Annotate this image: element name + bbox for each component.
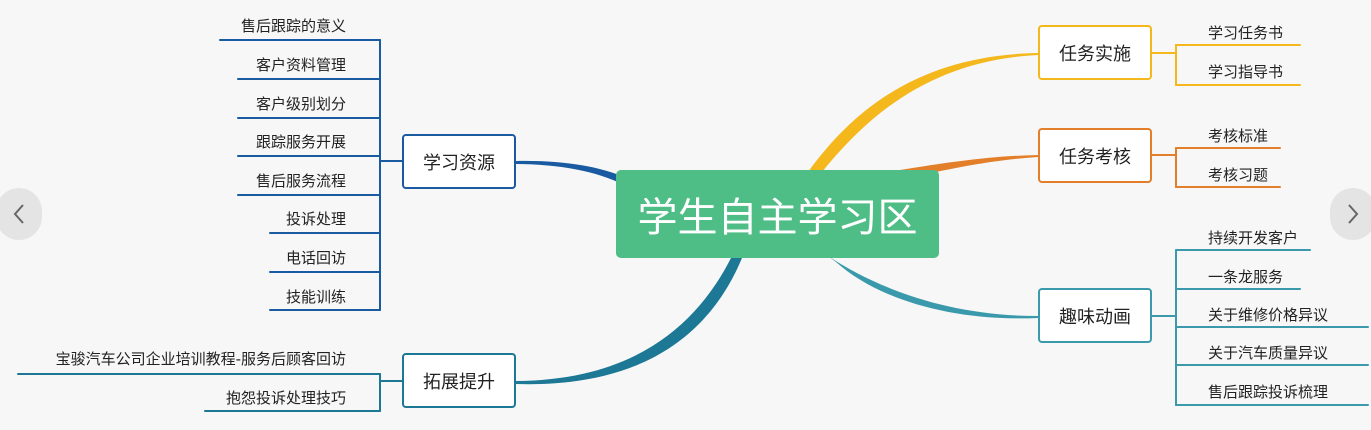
branch-task-implementation[interactable]: 任务实施	[1038, 25, 1152, 80]
branch-connector	[516, 160, 626, 184]
leaf-item[interactable]: 持续开发客户	[1208, 229, 1299, 247]
leaf-item[interactable]: 考核标准	[1208, 127, 1269, 145]
leaf-item[interactable]: 投诉处理	[285, 210, 346, 228]
central-topic[interactable]: 学生自主学习区	[616, 170, 939, 258]
branch-label: 趣味动画	[1059, 306, 1131, 328]
leaf-item[interactable]: 电话回访	[285, 249, 346, 267]
leaf-item[interactable]: 技能训练	[285, 288, 346, 306]
chevron-left-icon	[13, 204, 24, 224]
branch-label: 学习资源	[423, 152, 495, 174]
central-topic-label: 学生自主学习区	[637, 195, 918, 241]
branch-connector	[516, 256, 742, 385]
leaf-item[interactable]: 售后跟踪投诉梳理	[1208, 383, 1329, 401]
leaf-item[interactable]: 学习指导书	[1208, 63, 1284, 81]
leaf-item[interactable]: 跟踪服务开展	[255, 133, 346, 151]
branch-extension[interactable]: 拓展提升	[402, 353, 516, 408]
next-slide-button[interactable]	[1330, 188, 1371, 240]
chevron-right-icon	[1348, 204, 1359, 224]
leaf-item[interactable]: 一条龙服务	[1208, 268, 1284, 286]
branch-task-assessment[interactable]: 任务考核	[1038, 128, 1152, 183]
leaf-item[interactable]: 客户级别划分	[255, 95, 346, 113]
leaf-item[interactable]: 宝骏汽车公司企业培训教程-服务后顾客回访	[55, 350, 346, 368]
leaf-item[interactable]: 学习任务书	[1208, 24, 1284, 42]
leaf-item[interactable]: 考核习题	[1208, 166, 1269, 184]
branch-fun-animation[interactable]: 趣味动画	[1038, 288, 1152, 343]
branch-learning-resources[interactable]: 学习资源	[402, 134, 516, 189]
leaf-item[interactable]: 售后跟踪的意义	[240, 17, 346, 35]
prev-slide-button[interactable]	[0, 188, 42, 240]
leaf-item[interactable]: 关于维修价格异议	[1208, 306, 1329, 324]
branch-connector	[828, 256, 1038, 319]
leaf-item[interactable]: 抱怨投诉处理技巧	[225, 389, 346, 407]
leaf-item[interactable]: 售后服务流程	[255, 172, 346, 190]
branch-label: 拓展提升	[423, 371, 495, 393]
branch-label: 任务考核	[1059, 146, 1131, 168]
leaf-item[interactable]: 关于汽车质量异议	[1208, 344, 1329, 362]
branch-connector	[808, 53, 1038, 172]
branch-label: 任务实施	[1059, 43, 1131, 65]
leaf-item[interactable]: 客户资料管理	[255, 56, 346, 74]
